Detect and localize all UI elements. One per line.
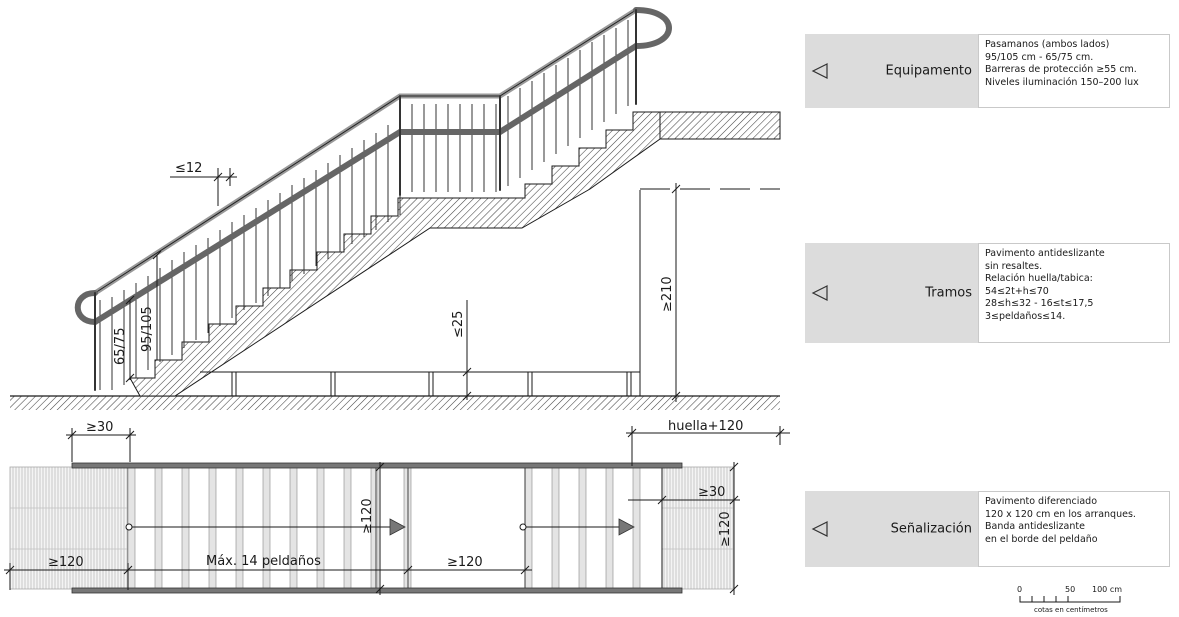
panel-text-line: Niveles iluminación 150–200 lux [985,76,1139,88]
direction-arrow-2 [618,518,635,536]
panel-text-line: en el borde del peldaño [985,533,1098,545]
staircase-drawing: ≤12 65/75 95/105 ≤25 ≥210 [4,7,790,595]
dim-rail-high-label: 95/105 [140,306,155,352]
panel-tramos-body: Pavimento antideslizante sin resaltes. R… [978,243,1170,343]
dim-landing-len-label: ≥120 [48,555,84,570]
dim-flight-width-label: ≥120 [360,498,375,534]
dim-underside-label: ≤25 [451,311,466,338]
dim-clearance-label: ≥210 [660,276,675,312]
walk-lines [125,523,620,531]
dim-bar-spacing [170,168,237,206]
panel-senalizacion: Señalización Pavimento diferenciado 120 … [805,491,1170,567]
scale-tick-50: 50 [1065,585,1075,594]
triangle-left-icon [811,285,828,301]
dim-max-steps-label: Máx. 14 peldaños [206,554,321,569]
handrails [74,7,672,391]
dim-tactile-depth-label: ≥30 [698,485,725,500]
handrail-low [92,43,639,325]
panel-text-line: 3≤peldaños≤14. [985,310,1066,322]
tactile-landing-bottom [9,466,129,590]
dim-clearance [671,183,681,402]
handrail-return-bottom [74,290,98,325]
panel-text-line: sin resaltes. [985,260,1043,272]
ground-hatch [10,396,780,410]
panel-text-line: 28≤h≤32 - 16≤t≤17,5 [985,298,1094,310]
panel-tramos-title: Tramos [925,285,972,301]
panel-text-line: Barreras de protección ≥55 cm. [985,64,1137,76]
panel-senalizacion-head: Señalización [805,491,978,567]
scale-tick-0: 0 [1017,585,1022,594]
scale-caption: cotas en centímetros [1034,606,1108,614]
scale-tick-100: 100 cm [1092,585,1122,594]
dim-underside [462,300,472,401]
tactile-landing-top [661,466,735,590]
dim-rail-heights [125,250,162,383]
dim-tactile-width-label: ≥120 [718,511,733,547]
upper-slab [659,111,781,140]
plan-view: ≥30 huella+120 ≥120 Máx. 14 peldaños ≥12… [4,419,790,595]
dim-rail-low-label: 65/75 [113,328,128,365]
plan-handrail-top [71,462,683,469]
dim-mid-landing-label: ≥120 [447,555,483,570]
panel-text-line: 120 x 120 cm en los arranques. [985,508,1136,520]
plan-handrail-bottom [71,587,683,594]
panel-tramos-head: Tramos [805,243,978,343]
panel-equipamento-head: Equipamento [805,34,978,108]
panel-tramos: Tramos Pavimento antideslizante sin resa… [805,243,1170,343]
dim-bar-spacing-label: ≤12 [175,161,202,176]
panel-senalizacion-body: Pavimento diferenciado 120 x 120 cm en l… [978,491,1170,567]
support-posts [200,190,641,396]
triangle-left-icon [811,521,828,537]
scale-bar: 0 50 100 cm cotas en centímetros [1017,585,1122,614]
elevation-view: ≤12 65/75 95/105 ≤25 ≥210 [10,7,781,410]
panel-text-line: Banda antideslizante [985,521,1085,533]
panel-equipamento-title: Equipamento [885,63,973,79]
panel-text-line: Pavimento antideslizante [985,248,1105,259]
panel-text-line: 54≤2t+h≤70 [985,285,1049,297]
dim-landing-ext-label: huella+120 [668,419,743,434]
scale-ruler [1019,596,1121,603]
panel-equipamento-body: Pasamanos (ambos lados) 95/105 cm - 65/7… [978,34,1170,108]
panel-text-line: Pavimento diferenciado [985,496,1098,507]
triangle-left-icon [811,63,828,79]
panel-senalizacion-title: Señalización [890,521,972,537]
stair-flight [129,111,661,397]
dim-handrail-ext-label: ≥30 [86,420,113,435]
panel-text-line: 95/105 cm - 65/75 cm. [985,51,1094,63]
panel-text-line: Pasamanos (ambos lados) [985,39,1110,50]
panel-text-line: Relación huella/tabica: [985,273,1093,285]
plan-dimensions [4,426,790,595]
direction-arrow-1 [389,518,406,536]
panel-equipamento: Equipamento Pasamanos (ambos lados) 95/1… [805,34,1170,108]
handrail-return-top [633,7,672,49]
